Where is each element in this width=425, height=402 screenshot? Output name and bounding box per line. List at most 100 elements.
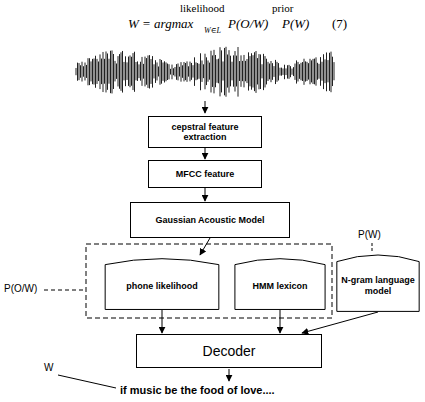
- waveform-stroke: [167, 64, 168, 80]
- waveform-stroke: [215, 55, 216, 87]
- waveform-stroke: [110, 51, 111, 93]
- waveform-stroke: [166, 62, 167, 81]
- waveform-stroke: [86, 65, 87, 78]
- waveform-stroke: [122, 51, 123, 93]
- waveform-stroke: [145, 57, 146, 87]
- waveform-stroke: [272, 63, 273, 80]
- waveform-stroke: [98, 62, 99, 82]
- leader-line: [44, 290, 85, 291]
- node-text: HMM lexicon: [248, 271, 311, 294]
- waveform-stroke: [169, 64, 170, 79]
- waveform-stroke: [173, 68, 174, 75]
- leader-line: [372, 243, 373, 251]
- waveform-stroke: [103, 52, 104, 92]
- waveform-stroke: [250, 56, 251, 86]
- waveform-stroke: [151, 59, 152, 84]
- waveform-stroke: [292, 69, 293, 75]
- annotation-label: P(W): [358, 229, 381, 240]
- waveform-stroke: [131, 57, 132, 86]
- waveform-stroke: [310, 59, 311, 85]
- equation-term: (7): [332, 16, 347, 32]
- waveform-stroke: [200, 53, 201, 90]
- waveform-stroke: [142, 57, 143, 86]
- waveform-stroke: [116, 63, 117, 78]
- annotation-label: W: [44, 362, 53, 373]
- waveform-stroke: [304, 59, 305, 85]
- waveform-stroke: [284, 65, 285, 80]
- waveform-stroke: [101, 59, 102, 85]
- waveform-stroke: [301, 63, 302, 81]
- flow-arrow: [200, 238, 210, 255]
- waveform-stroke: [331, 52, 332, 93]
- waveform-stroke: [214, 50, 215, 94]
- waveform-stroke: [209, 63, 210, 80]
- waveform-stroke: [269, 63, 270, 79]
- waveform-stroke: [283, 68, 284, 74]
- waveform-stroke: [280, 68, 281, 76]
- flow-arrow: [280, 310, 281, 333]
- waveform-stroke: [154, 64, 155, 78]
- leader-line: [58, 375, 116, 388]
- node-text: Gaussian Acoustic Model: [151, 212, 268, 228]
- waveform-stroke: [218, 59, 219, 84]
- waveform-stroke: [113, 54, 114, 89]
- waveform-stroke: [80, 65, 81, 77]
- waveform-stroke: [148, 55, 149, 88]
- waveform-stroke: [104, 59, 105, 84]
- waveform-stroke: [158, 66, 159, 76]
- waveform-stroke: [139, 64, 140, 78]
- waveform-stroke: [260, 54, 261, 89]
- waveform-stroke: [137, 61, 138, 81]
- waveform-stroke: [134, 52, 135, 92]
- waveform-stroke: [140, 62, 141, 81]
- process-box: MFCC feature: [148, 160, 262, 188]
- document-box: N-gram language model: [336, 252, 420, 312]
- waveform-stroke: [176, 64, 177, 80]
- waveform-stroke: [206, 57, 207, 85]
- waveform-stroke: [298, 62, 299, 82]
- waveform-stroke: [208, 60, 209, 81]
- waveform-stroke: [155, 60, 156, 83]
- waveform-stroke: [211, 51, 212, 93]
- waveform-stroke: [326, 52, 327, 91]
- waveform-stroke: [188, 66, 189, 76]
- waveform-stroke: [82, 62, 83, 82]
- waveform-stroke: [112, 50, 113, 93]
- waveform-stroke: [271, 61, 272, 82]
- waveform-stroke: [121, 52, 122, 91]
- waveform-stroke: [220, 47, 221, 96]
- waveform-stroke: [91, 61, 92, 81]
- waveform-stroke: [100, 54, 101, 89]
- waveform-stroke: [317, 63, 318, 80]
- waveform-stroke: [182, 65, 183, 78]
- waveform-stroke: [178, 63, 179, 80]
- waveform-stroke: [106, 51, 107, 92]
- waveform-stroke: [133, 53, 134, 90]
- waveform-stroke: [334, 62, 335, 80]
- process-box: cepstral feature extraction: [148, 116, 262, 148]
- waveform-stroke: [199, 64, 200, 79]
- waveform-stroke: [235, 51, 236, 91]
- likelihood-group-outline: [86, 244, 332, 318]
- waveform-stroke: [127, 62, 128, 80]
- waveform-stroke: [226, 47, 227, 97]
- flow-arrow: [302, 312, 378, 333]
- flow-arrow: [205, 148, 206, 159]
- waveform-stroke: [316, 57, 317, 85]
- document-box: HMM lexicon: [234, 256, 326, 310]
- output-sentence: if music be the food of love....: [120, 384, 275, 396]
- waveform-stroke: [143, 64, 144, 79]
- waveform-stroke: [296, 60, 297, 83]
- waveform-stroke: [311, 60, 312, 82]
- waveform-stroke: [227, 55, 228, 88]
- waveform-stroke: [95, 56, 96, 88]
- annotation-label: P(O/W): [4, 283, 37, 294]
- waveform-stroke: [203, 64, 204, 78]
- waveform-stroke: [224, 48, 225, 95]
- node-text: phone likelihood: [122, 271, 202, 294]
- waveform-stroke: [190, 62, 191, 82]
- waveform-stroke: [266, 59, 267, 85]
- waveform-stroke: [259, 54, 260, 89]
- waveform-stroke: [221, 50, 222, 92]
- waveform-stroke: [323, 54, 324, 89]
